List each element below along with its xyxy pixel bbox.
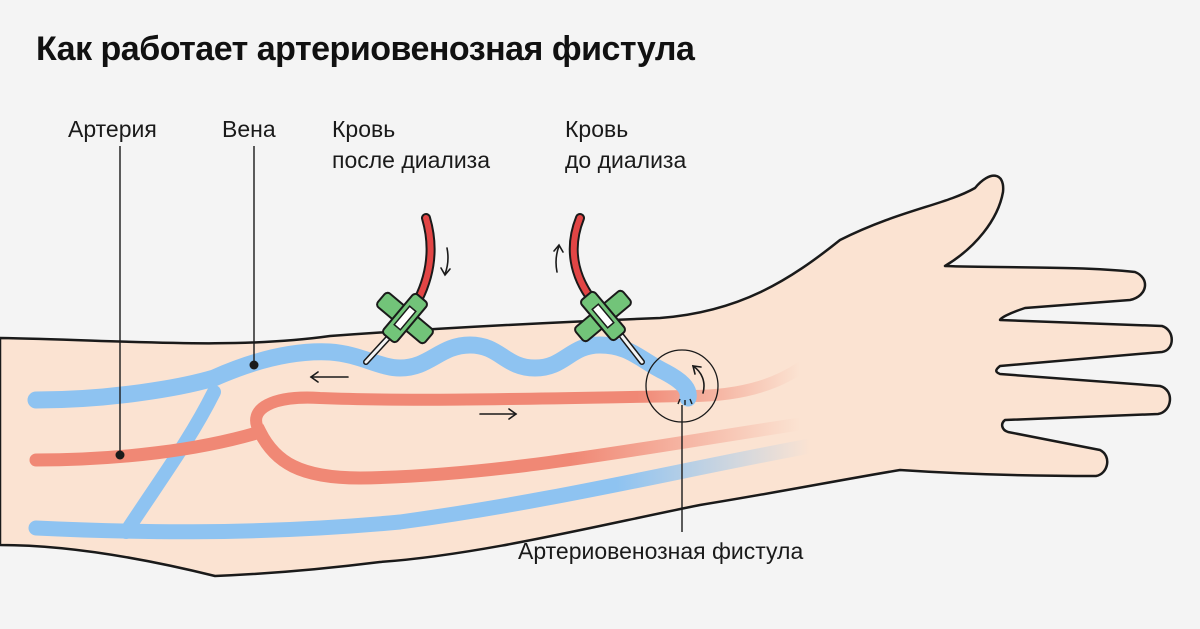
label-artery: Артерия [68, 116, 157, 142]
arm-silhouette [0, 174, 1173, 578]
flow-arrow-vein [309, 371, 349, 383]
label-vein: Вена [222, 116, 276, 142]
label-blood-after: Кровь после диализа [332, 114, 490, 176]
vein-branch [119, 385, 221, 539]
label-blood-before-line1: Кровь [565, 116, 629, 142]
leader-vein [249, 146, 259, 370]
upper-vein [27, 336, 697, 409]
label-blood-after-line2: после диализа [332, 147, 491, 173]
flow-arrow-fistula [691, 365, 705, 394]
flow-arrow-return [440, 247, 451, 277]
fistula-junction [677, 398, 693, 405]
flow-arrow-out [553, 243, 564, 273]
label-blood-after-line1: Кровь [332, 116, 396, 142]
needle-outflow [574, 289, 645, 365]
artery-loop-upper [250, 362, 806, 438]
leader-artery [115, 146, 125, 460]
artery-main [29, 417, 807, 485]
label-blood-before-line2: до диализа [565, 147, 687, 173]
flow-arrow-artery [479, 408, 518, 420]
label-fistula: Артериовенозная фистула [518, 538, 804, 564]
label-blood-before: Кровь до диализа [565, 114, 686, 176]
needle-return [363, 291, 434, 365]
diagram-title: Как работает артериовенозная фистула [36, 30, 695, 68]
